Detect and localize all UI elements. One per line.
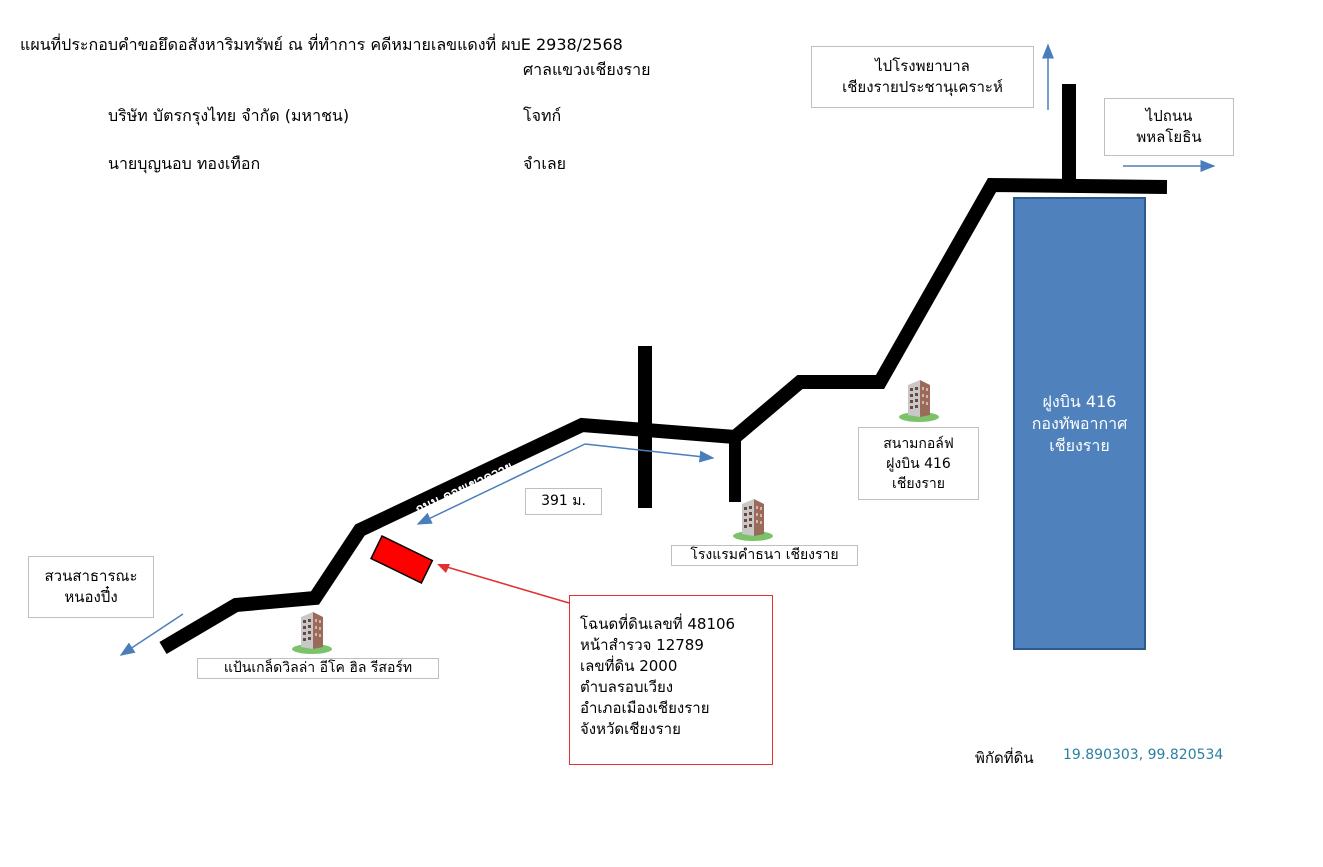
coordinates-label: พิกัดที่ดิน <box>975 749 1034 767</box>
parcel-pointer <box>439 564 570 604</box>
airbase-label-line2: กองทัพอากาศ <box>1031 413 1128 433</box>
phahon-label-line2: พหลโยธิน <box>1136 128 1202 146</box>
parcel-info-box: โฉนดที่ดินเลขที่ 48106 หน้าสำรวจ 12789 เ… <box>569 595 773 765</box>
parcel-province: จังหวัดเชียงราย <box>580 720 681 738</box>
phahon-label-line1: ไปถนน <box>1145 107 1193 125</box>
airbase-label-line3: เชียงราย <box>1049 435 1110 455</box>
parcel-subdistrict: ตำบลรอบเวียง <box>580 678 674 696</box>
golf-label-line3: เชียงราย <box>892 475 945 492</box>
park-direction-box: สวนสาธารณะ หนองปึ๋ง <box>28 556 154 618</box>
golf-course-box: สนามกอล์ฟ ฝูงบิน 416 เชียงราย <box>858 427 979 500</box>
hospital-label-line2: เชียงรายประชานุเคราะห์ <box>842 78 1003 96</box>
plaintiff-role: โจทก์ <box>523 106 562 125</box>
park-label-line2: หนองปึ๋ง <box>64 588 118 606</box>
main-road <box>159 177 1168 655</box>
defendant-name: นายบุญนอบ ทองเทือก <box>108 154 261 173</box>
phahon-direction-box: ไปถนน พหลโยธิน <box>1104 98 1234 156</box>
parcel-land-number: เลขที่ดิน 2000 <box>580 657 678 675</box>
building-icon <box>896 377 942 423</box>
hotel-label: โรงแรมคำธนา เชียงราย <box>671 545 858 566</box>
distance-arrow-left <box>416 443 586 525</box>
hospital-label-line1: ไปโรงพยาบาล <box>875 57 970 75</box>
map-title: แผนที่ประกอบคำขอยึดอสังหาริมทรัพย์ ณ ที่… <box>20 35 623 54</box>
parcel-pointer-head <box>437 564 450 573</box>
plaintiff-name: บริษัท บัตรกรุงไทย จำกัด (มหาชน) <box>108 106 350 125</box>
distance-arrow-right <box>584 443 715 463</box>
defendant-role: จำเลย <box>523 154 567 173</box>
resort-label: แป้นเกล็ดวิลล่า อีโค ฮิล รีสอร์ท <box>197 658 439 679</box>
hospital-direction-box: ไปโรงพยาบาล เชียงรายประชานุเคราะห์ <box>811 46 1034 108</box>
road-name-label: ถนน ดอยเขาควาย <box>413 459 515 517</box>
coordinates-value[interactable]: 19.890303, 99.820534 <box>1063 747 1224 763</box>
distance-label: 391 ม. <box>525 488 602 515</box>
parcel-deed-number: โฉนดที่ดินเลขที่ 48106 <box>580 615 736 633</box>
airbase-block: ฝูงบิน 416 กองทัพอากาศ เชียงราย <box>1013 197 1146 650</box>
parcel-marker[interactable] <box>370 534 434 585</box>
court-name: ศาลแขวงเชียงราย <box>523 60 651 79</box>
airbase-label-line1: ฝูงบิน 416 <box>1042 391 1117 411</box>
arrow-icon-park <box>119 613 184 656</box>
building-icon <box>289 609 335 655</box>
parcel-survey-page: หน้าสำรวจ 12789 <box>580 636 704 654</box>
golf-label-line2: ฝูงบิน 416 <box>886 455 951 472</box>
park-label-line1: สวนสาธารณะ <box>44 567 138 585</box>
golf-label-line1: สนามกอล์ฟ <box>883 435 954 452</box>
building-icon <box>730 496 776 542</box>
parcel-district: อำเภอเมืองเชียงราย <box>580 699 710 717</box>
